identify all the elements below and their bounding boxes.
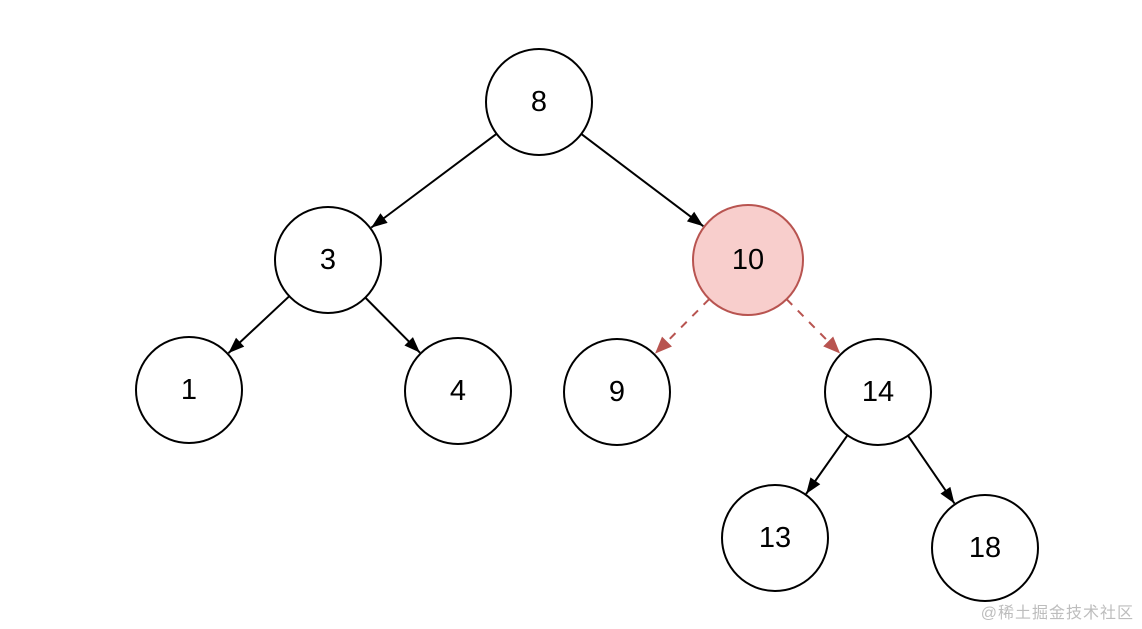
- node-label: 9: [609, 376, 625, 408]
- node-label: 10: [732, 244, 764, 276]
- tree-node-1: 1: [135, 336, 243, 444]
- tree-node-9: 9: [563, 338, 671, 446]
- node-label: 13: [759, 522, 791, 554]
- tree-node-8: 8: [485, 48, 593, 156]
- tree-node-13: 13: [721, 484, 829, 592]
- node-circle: [721, 484, 829, 592]
- tree-node-10: 10: [692, 204, 804, 316]
- tree-node-4: 4: [404, 337, 512, 445]
- node-circle: [274, 206, 382, 314]
- tree-edge-10-14: [785, 298, 841, 355]
- watermark: @稀土掘金技术社区: [980, 605, 1134, 622]
- node-label: 3: [320, 244, 336, 276]
- tree-node-18: 18: [931, 494, 1039, 602]
- node-label: 14: [862, 376, 894, 408]
- tree-edge-8-3: [370, 132, 498, 229]
- tree-edge-10-9: [654, 298, 710, 355]
- node-circle: [824, 338, 932, 446]
- node-circle: [692, 204, 804, 316]
- tree-node-3: 3: [274, 206, 382, 314]
- node-circle: [485, 48, 593, 156]
- tree-edge-14-13: [805, 434, 849, 495]
- tree-node-14: 14: [824, 338, 932, 446]
- node-circle: [135, 336, 243, 444]
- node-label: 18: [969, 532, 1001, 564]
- node-label: 4: [450, 375, 466, 407]
- node-circle: [931, 494, 1039, 602]
- node-circle: [563, 338, 671, 446]
- tree-edge-3-4: [364, 296, 421, 354]
- node-label: 1: [181, 374, 197, 406]
- node-label: 8: [531, 86, 547, 118]
- tree-edge-8-10: [580, 133, 704, 228]
- tree-edge-3-1: [227, 295, 290, 354]
- node-circle: [404, 337, 512, 445]
- tree-edges: [227, 132, 956, 505]
- tree-edge-14-18: [907, 435, 956, 505]
